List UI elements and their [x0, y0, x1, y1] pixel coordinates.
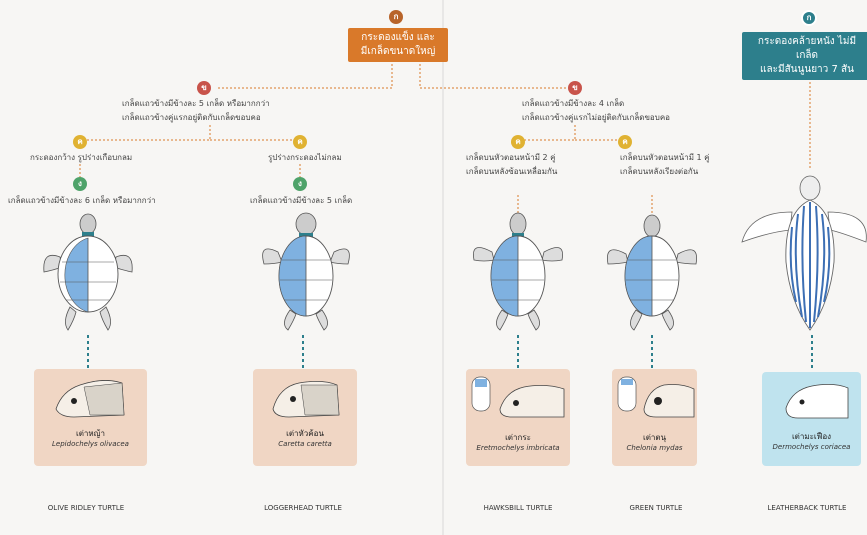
loggerhead-head-illustration	[269, 375, 341, 419]
leatherback-node: กระดองคล้ายหนัง ไม่มีเกล็ด และมีสันนูนยา…	[742, 32, 867, 80]
loggerhead-scientific-name: Caretta caretta	[253, 440, 357, 448]
hawksbill-badge: ค	[511, 135, 525, 149]
hawksbill-common-name: HAWKSBILL TURTLE	[458, 504, 578, 512]
olive-ridley-scientific-name: Lepidochelys olivacea	[34, 440, 147, 448]
leatherback-thai-name: เต่ามะเฟือง	[762, 430, 861, 443]
hawksbill-thai-name: เต่ากระ	[466, 431, 570, 444]
loggerhead-scute-label: เกล็ดแถวข้างมีข้างละ 5 เกล็ด	[250, 194, 352, 208]
loggerhead-scute-badge: ง	[293, 177, 307, 191]
root-label-line2: มีเกล็ดขนาดใหญ่	[354, 45, 442, 59]
hawksbill-line1: เกล็ดบนหัวตอนหน้ามี 2 คู่	[466, 151, 556, 165]
olive-ridley-head-illustration	[54, 375, 126, 419]
right-branch-line1: เกล็ดแถวข้างมีข้างละ 4 เกล็ด	[522, 97, 624, 111]
root-badge: ก	[389, 10, 403, 24]
round-shell-label: กระดองกว้าง รูปร่างเกือบกลม	[30, 151, 132, 165]
green-scientific-name: Chelonia mydas	[612, 444, 697, 452]
loggerhead-common-name: LOGGERHEAD TURTLE	[243, 504, 363, 512]
olive-scute-label: เกล็ดแถวข้างมีข้างละ 6 เกล็ด หรือมากกว่า	[8, 194, 156, 208]
root-label-line1: กระดองแข็ง และ	[354, 31, 442, 45]
species-card-green: เต่าตนุ Chelonia mydas	[612, 369, 697, 466]
right-branch-badge: ข	[568, 81, 582, 95]
olive-ridley-turtle-illustration	[40, 212, 136, 337]
loggerhead-turtle-illustration	[258, 212, 354, 337]
hawksbill-head-illustration	[468, 373, 568, 421]
hawksbill-scientific-name: Eretmochelys imbricata	[466, 444, 570, 452]
species-card-leatherback: เต่ามะเฟือง Dermochelys coriacea	[762, 372, 861, 466]
olive-ridley-common-name: OLIVE RIDLEY TURTLE	[26, 504, 146, 512]
root-node: กระดองแข็ง และ มีเกล็ดขนาดใหญ่	[348, 28, 448, 62]
hawksbill-turtle-illustration	[470, 212, 566, 337]
left-branch-line1: เกล็ดแถวข้างมีข้างละ 5 เกล็ด หรือมากกว่า	[122, 97, 270, 111]
green-line2: เกล็ดบนหลังเรียงต่อกัน	[620, 165, 698, 179]
leatherback-scientific-name: Dermochelys coriacea	[762, 443, 861, 451]
green-head-illustration	[614, 373, 696, 421]
leatherback-label-line2: และมีสันนูนยาว 7 สัน	[748, 63, 866, 77]
leatherback-common-name: LEATHERBACK TURTLE	[747, 504, 867, 512]
olive-ridley-thai-name: เต่าหญ้า	[34, 427, 147, 440]
green-badge: ค	[618, 135, 632, 149]
species-card-olive-ridley: เต่าหญ้า Lepidochelys olivacea	[34, 369, 147, 466]
right-branch-line2: เกล็ดแถวข้างคู่แรกไม่อยู่ติดกับเกล็ดขอบค…	[522, 111, 670, 125]
round-shell-badge: ค	[73, 135, 87, 149]
species-card-loggerhead: เต่าหัวค้อน Caretta caretta	[253, 369, 357, 466]
not-round-shell-label: รูปร่างกระดองไม่กลม	[268, 151, 342, 165]
left-branch-badge: ข	[197, 81, 211, 95]
species-card-hawksbill: เต่ากระ Eretmochelys imbricata	[466, 369, 570, 466]
left-branch-line2: เกล็ดแถวข้างคู่แรกอยู่ติดกับเกล็ดขอบคอ	[122, 111, 261, 125]
leatherback-label-line1: กระดองคล้ายหนัง ไม่มีเกล็ด	[748, 35, 866, 63]
leatherback-turtle-illustration	[740, 172, 867, 337]
not-round-shell-badge: ค	[293, 135, 307, 149]
green-turtle-illustration	[604, 212, 700, 337]
leatherback-badge: ก	[801, 10, 817, 26]
loggerhead-thai-name: เต่าหัวค้อน	[253, 427, 357, 440]
green-thai-name: เต่าตนุ	[612, 431, 697, 444]
green-common-name: GREEN TURTLE	[596, 504, 716, 512]
green-line1: เกล็ดบนหัวตอนหน้ามี 1 คู่	[620, 151, 710, 165]
hawksbill-line2: เกล็ดบนหลังซ้อนเหลื่อมกัน	[466, 165, 557, 179]
leatherback-head-illustration	[782, 378, 852, 422]
olive-scute-badge: ง	[73, 177, 87, 191]
